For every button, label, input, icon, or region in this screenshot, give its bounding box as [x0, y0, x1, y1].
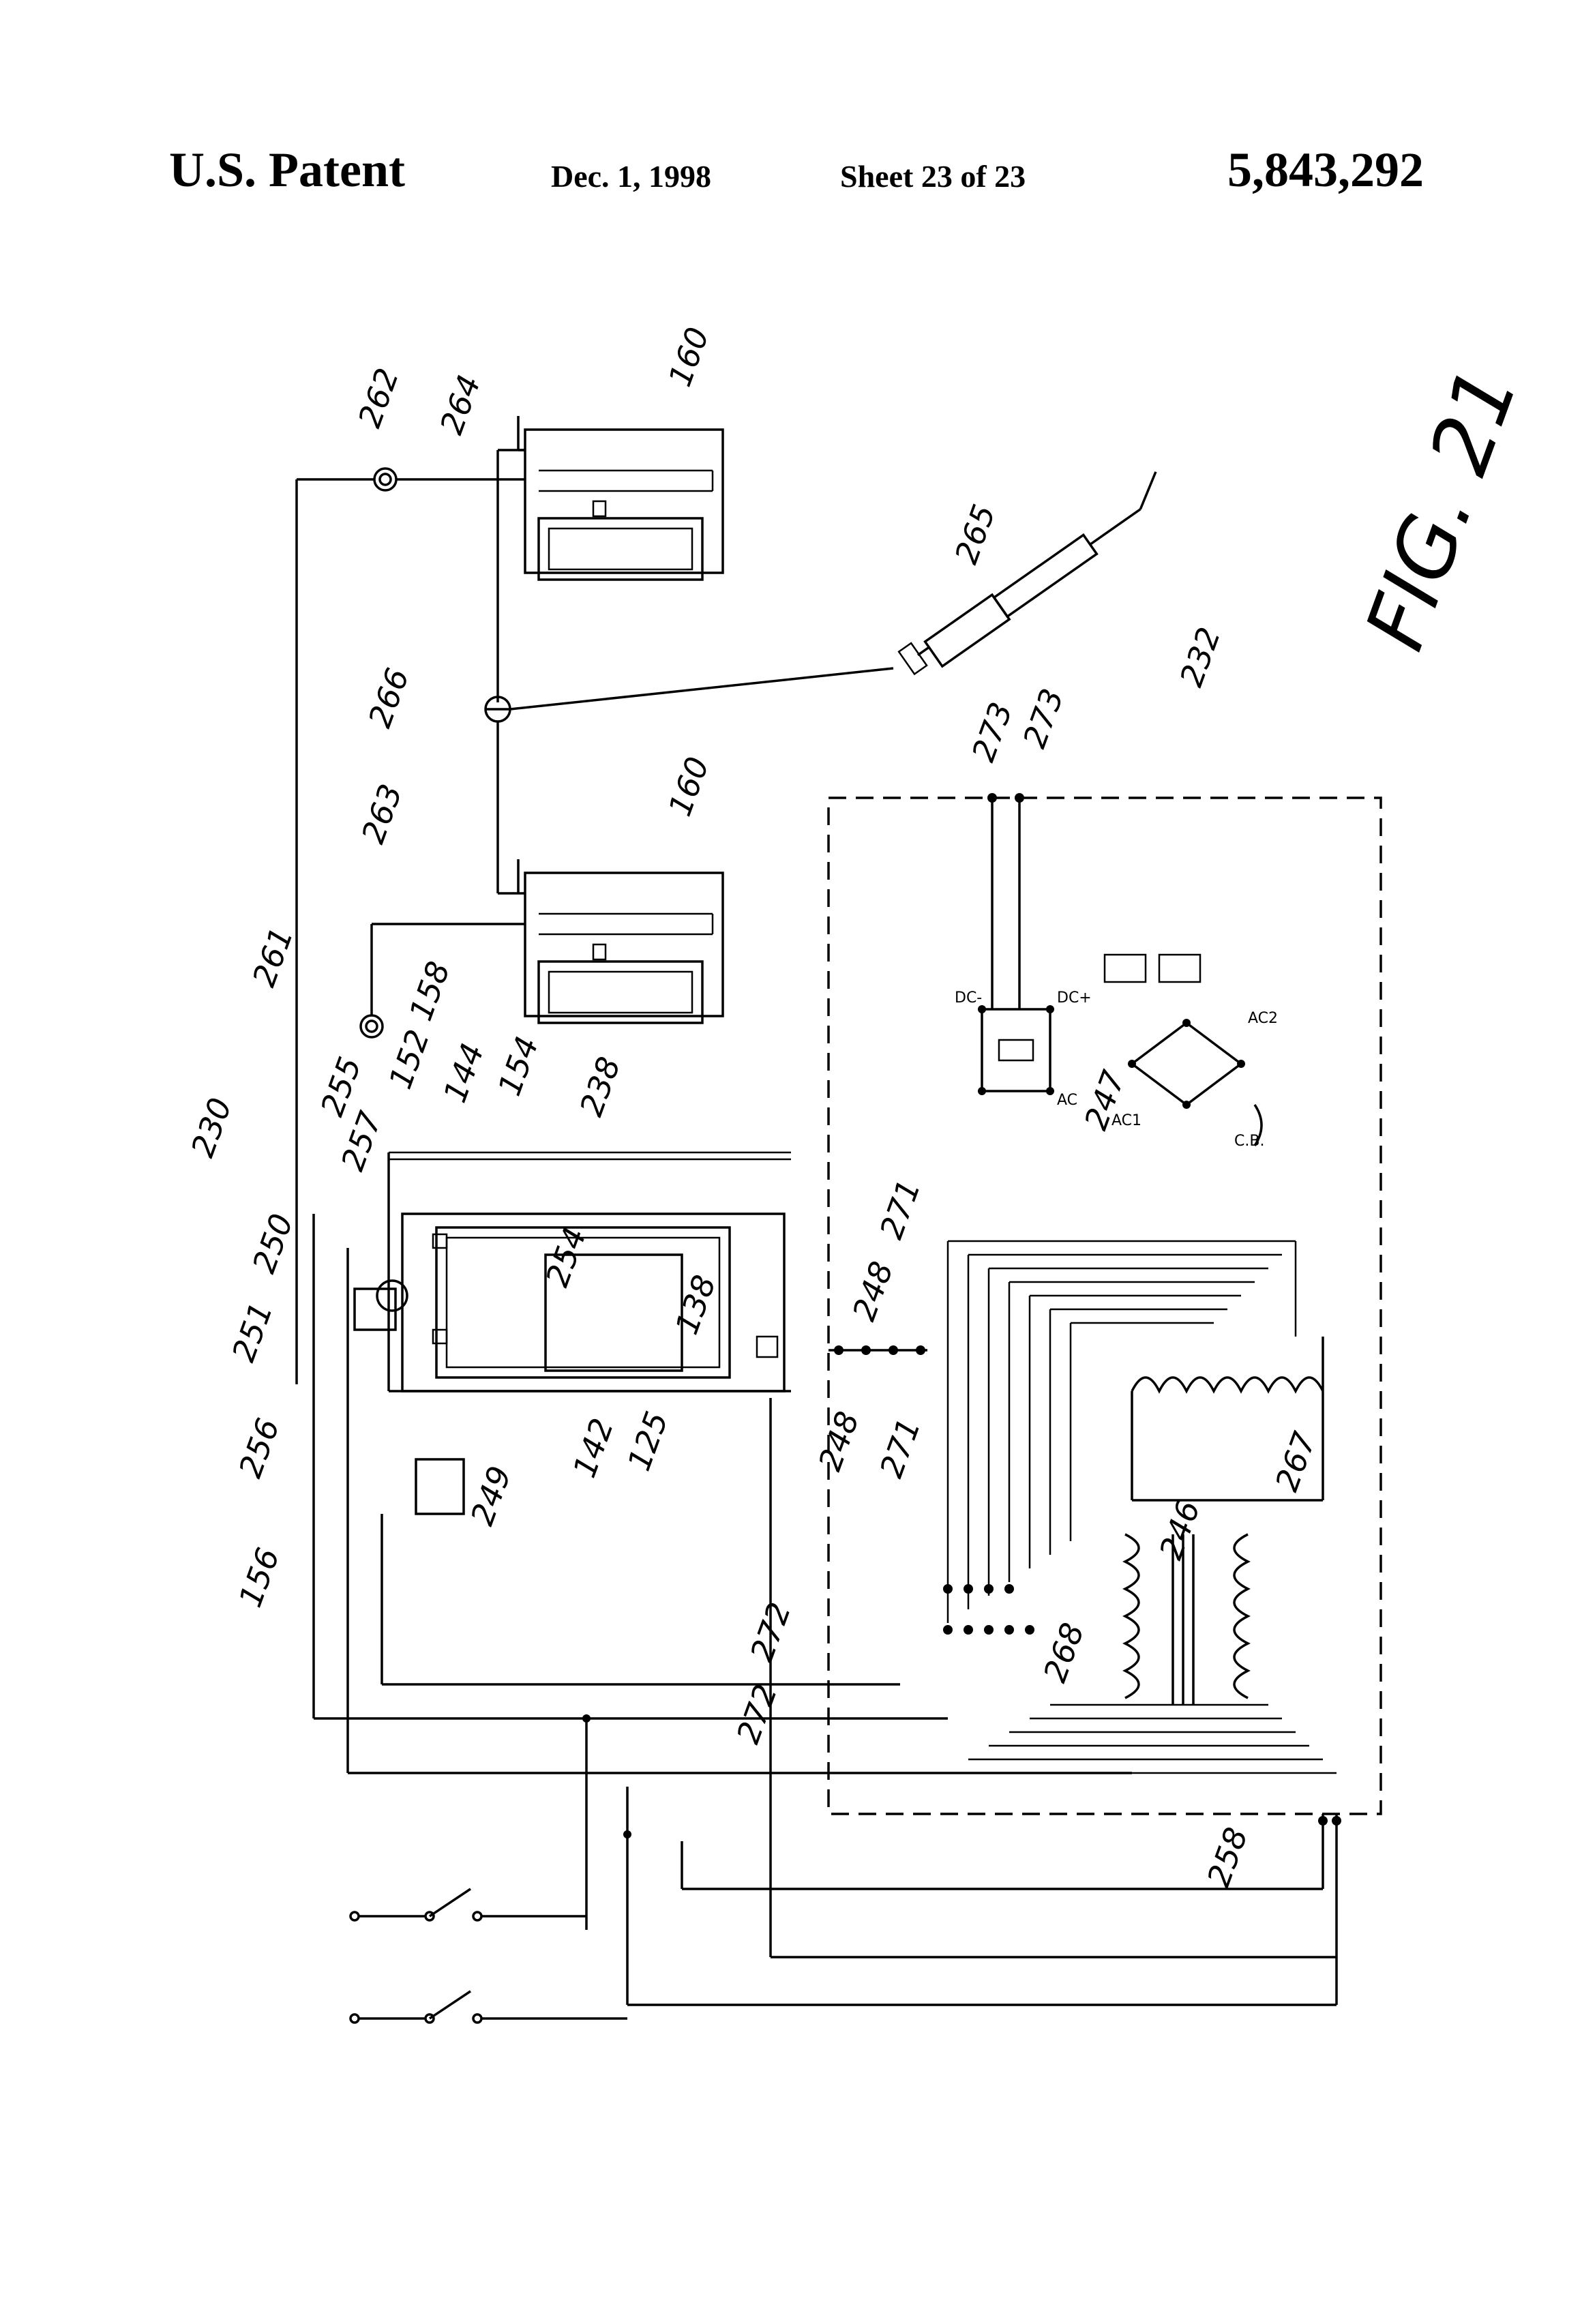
ref-251: 251: [225, 1298, 280, 1367]
ref-263: 263: [355, 779, 410, 848]
ref-266: 266: [361, 664, 417, 732]
pump-261-outer: [361, 1015, 383, 1037]
controller-249: [416, 1459, 464, 1514]
ref-156: 156: [232, 1543, 287, 1612]
ref-264: 264: [433, 370, 488, 439]
ref-232: 232: [1173, 623, 1228, 691]
ref-272-b: 272: [730, 1680, 785, 1748]
ref-160-top: 160: [661, 323, 717, 391]
ref-142: 142: [566, 1414, 621, 1483]
label-ac2: AC2: [1248, 1010, 1278, 1027]
ref-238: 238: [573, 1052, 628, 1121]
ref-256: 256: [232, 1414, 287, 1483]
label-ac: AC: [1057, 1092, 1077, 1109]
ref-138: 138: [668, 1270, 723, 1339]
system-ref-230: 230: [184, 1093, 239, 1162]
heater-unit-bottom: [518, 859, 723, 1023]
rectifier-module: DC- DC+ AC: [955, 989, 1092, 1109]
ref-261: 261: [245, 923, 301, 992]
ref-249: 249: [464, 1461, 519, 1530]
inductor-267: [1132, 1337, 1323, 1391]
pump-262-outer: [374, 468, 396, 490]
ref-262: 262: [351, 363, 406, 432]
ref-268: 268: [1036, 1618, 1092, 1687]
ref-125: 125: [621, 1407, 676, 1476]
ref-267: 267: [1268, 1427, 1324, 1496]
reference-numerals: 262 264 160 265 266 263 160 232 273 273 …: [184, 323, 1324, 1892]
ref-160-bottom: 160: [661, 752, 717, 821]
ref-248-a: 248: [846, 1257, 901, 1326]
ref-250: 250: [245, 1209, 301, 1278]
label-dc-plus: DC+: [1057, 989, 1092, 1007]
ref-271-a: 271: [873, 1175, 928, 1244]
heater-unit-top: [518, 416, 723, 580]
ref-265: 265: [948, 500, 1003, 569]
figure-label: FIG. 21: [1348, 356, 1536, 661]
ref-271-b: 271: [873, 1414, 928, 1483]
ref-273-b: 273: [1016, 684, 1071, 753]
diode-bridge-247: AC1 AC2: [1105, 955, 1278, 1129]
ref-154: 154: [491, 1032, 546, 1101]
label-dc-minus: DC-: [955, 989, 982, 1007]
ref-254: 254: [539, 1223, 594, 1292]
ref-152: 152: [382, 1025, 437, 1094]
switch-bank-268: [943, 1584, 1034, 1635]
ref-158: 158: [402, 957, 458, 1026]
ref-258: 258: [1200, 1823, 1255, 1892]
pump-262-inner: [380, 474, 391, 485]
ref-272-a: 272: [743, 1598, 799, 1667]
terminal-rail: [829, 1345, 927, 1355]
wiring-bundle: [948, 1241, 1337, 1773]
pump-261-inner: [366, 1021, 377, 1032]
ref-144: 144: [436, 1039, 492, 1107]
ref-246: 246: [1152, 1495, 1208, 1564]
control-enclosure-232: [829, 798, 1381, 1814]
ref-248-b: 248: [811, 1407, 867, 1476]
ref-273-a: 273: [965, 698, 1020, 766]
spray-gun-265: [899, 472, 1177, 682]
